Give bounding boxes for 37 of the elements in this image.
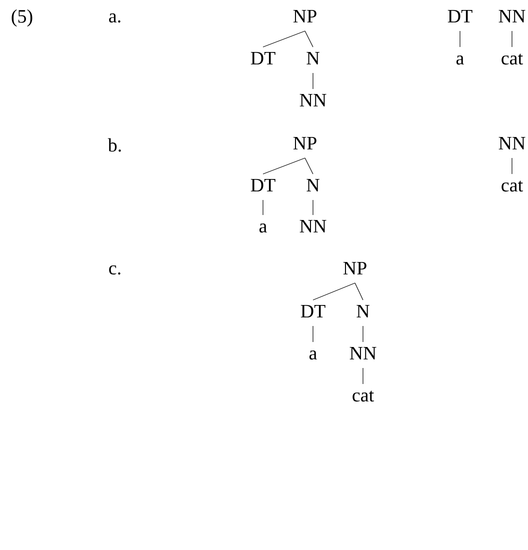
tree-node-label: NN: [498, 136, 526, 150]
tree-node-label: NP: [343, 262, 366, 274]
tree-branch: [262, 200, 264, 216]
tree-node-label: DT: [250, 52, 276, 64]
tree-node-label: cat: [352, 390, 374, 402]
tree-branch: [362, 326, 364, 342]
tree-node-label: NP: [293, 136, 316, 150]
tree-branch: [312, 326, 314, 342]
tree-node-label: cat: [502, 180, 523, 192]
tree-node-label: N: [306, 178, 320, 192]
tree-node-label: DT: [300, 304, 326, 318]
tree-node-label: N: [306, 52, 320, 64]
tree-node-label: NN: [350, 346, 376, 360]
tree-branch: [312, 72, 314, 90]
tree-branch: [354, 282, 364, 300]
example-label: c.: [109, 265, 120, 275]
tree-node-label: cat: [502, 54, 523, 65]
tree-branch: [304, 30, 314, 48]
tree-node-label: N: [356, 304, 370, 318]
tree-branch: [362, 368, 364, 384]
tree-branch: [262, 30, 306, 48]
tree-node-label: NN: [300, 94, 326, 106]
example-label: (5): [12, 9, 32, 27]
example-label: a.: [109, 13, 120, 23]
tree-branch: [312, 282, 356, 300]
tree-branch: [262, 158, 306, 174]
tree-node-label: DT: [448, 10, 472, 22]
tree-node-label: a: [309, 350, 317, 360]
tree-node-label: NN: [498, 10, 526, 22]
tree-branch: [312, 200, 314, 216]
tree-node-label: a: [456, 56, 464, 65]
tree-node-label: NN: [300, 220, 326, 232]
tree-node-label: NP: [293, 10, 316, 22]
tree-branch: [304, 158, 314, 174]
tree-node-label: DT: [250, 178, 276, 192]
example-label: b.: [108, 138, 121, 152]
tree-node-label: a: [259, 224, 267, 233]
